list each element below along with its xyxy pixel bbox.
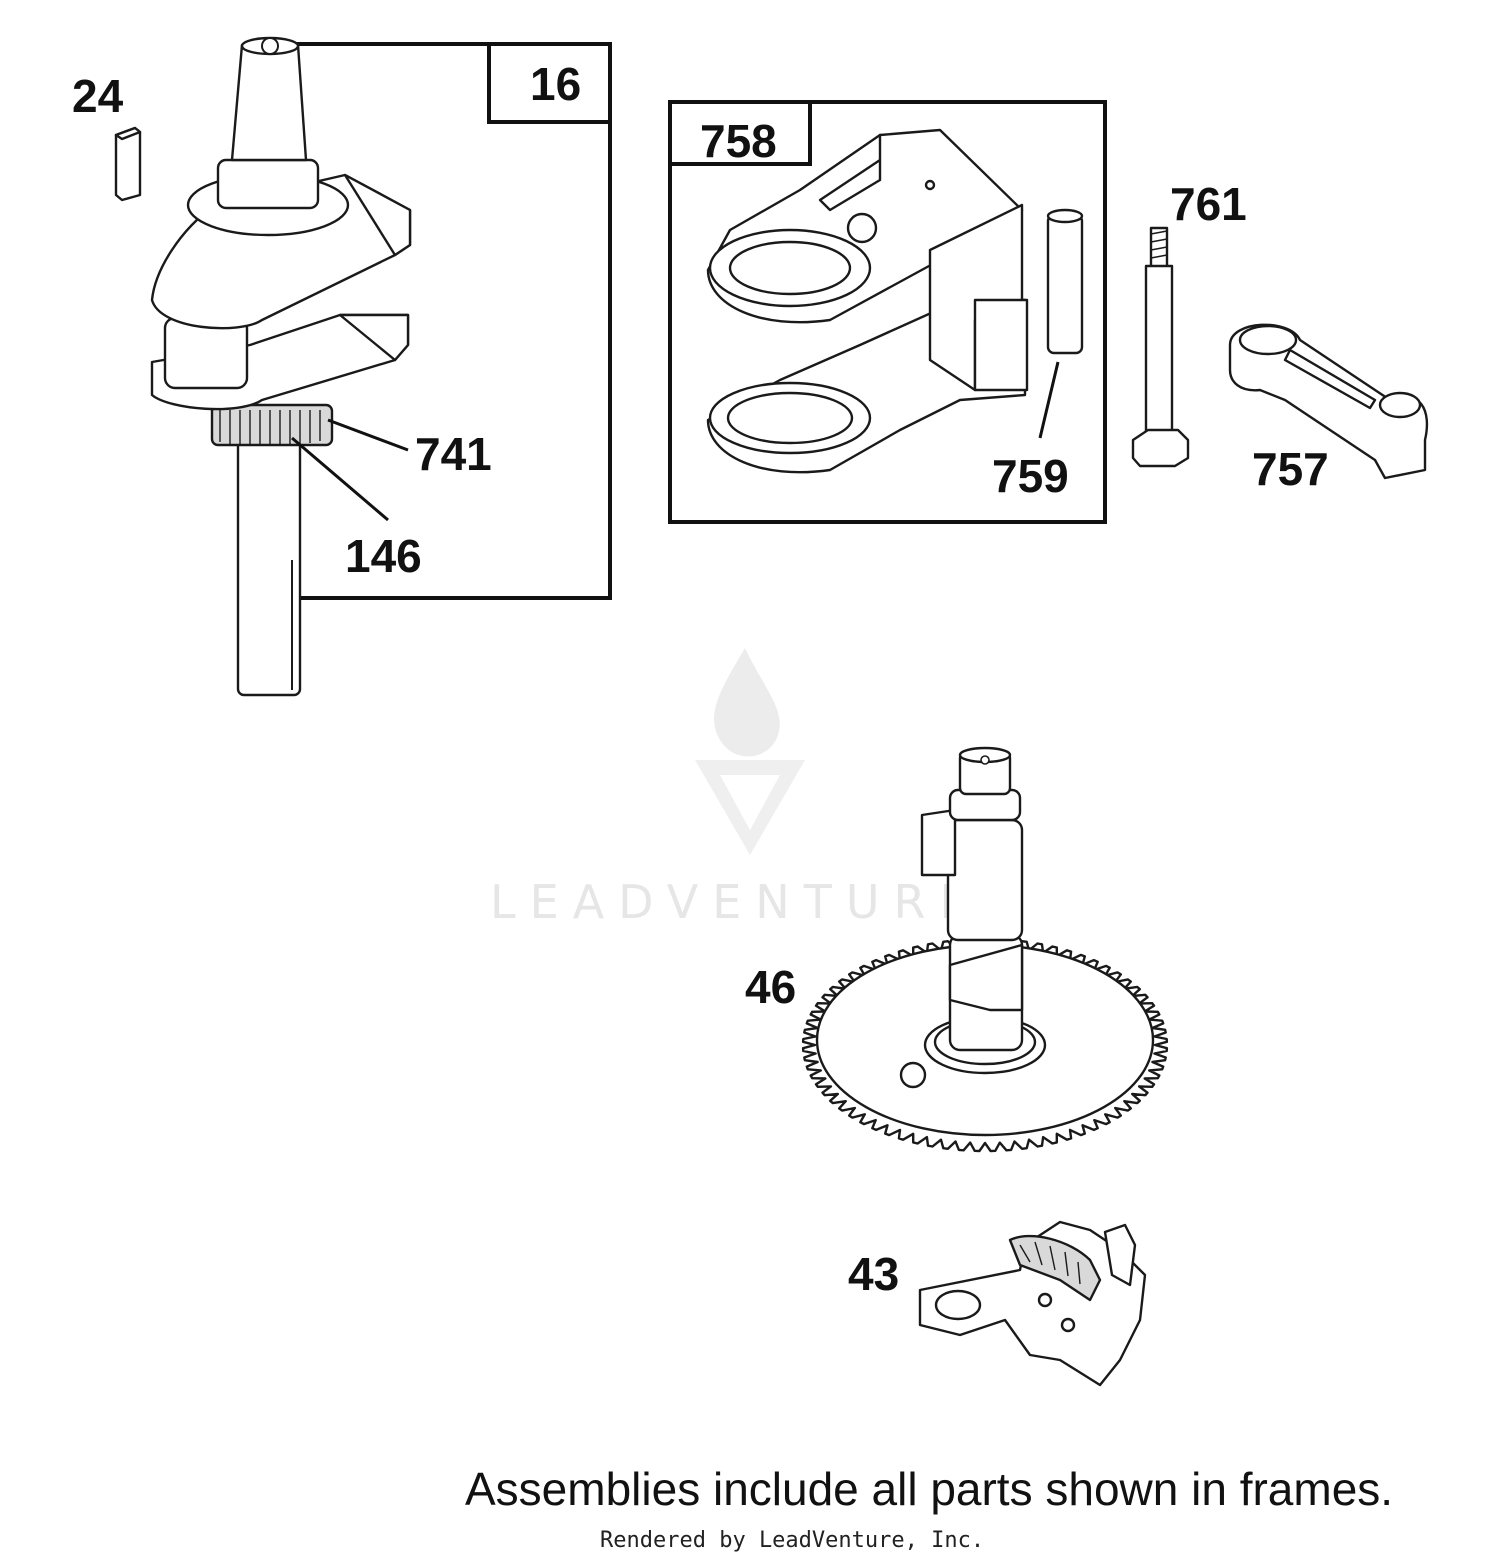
leader-759: [1038, 361, 1060, 439]
callout-741: 741: [415, 428, 492, 480]
assemblies-note: Assemblies include all parts shown in fr…: [465, 1463, 1394, 1515]
render-credit: Rendered by LeadVenture, Inc.: [600, 1528, 985, 1553]
camshaft-part: [801, 746, 1169, 1153]
callout-757: 757: [1252, 443, 1329, 495]
governor-part: [918, 1220, 1147, 1387]
key-part: [114, 126, 142, 202]
leader-146: [291, 436, 389, 522]
callout-758: 758: [700, 115, 777, 167]
pin-part: [1046, 208, 1084, 355]
callout-24: 24: [72, 70, 124, 122]
bracket-part: [706, 128, 1029, 474]
leadventure-watermark: LEADVENTURE: [490, 648, 983, 929]
callout-759: 759: [992, 450, 1069, 502]
callout-761: 761: [1170, 178, 1247, 230]
callout-146: 146: [345, 530, 422, 582]
callout-16: 16: [530, 58, 581, 110]
bolt-part: [1131, 226, 1190, 468]
callout-46: 46: [745, 961, 796, 1013]
crankshaft-part: [150, 36, 412, 697]
watermark-text: LEADVENTURE: [490, 875, 983, 929]
leader-741: [327, 418, 409, 452]
frame-16: 16: [285, 42, 612, 600]
link-part: [1228, 323, 1429, 480]
frame-758: 758: [668, 100, 1107, 524]
callout-43: 43: [848, 1248, 899, 1300]
